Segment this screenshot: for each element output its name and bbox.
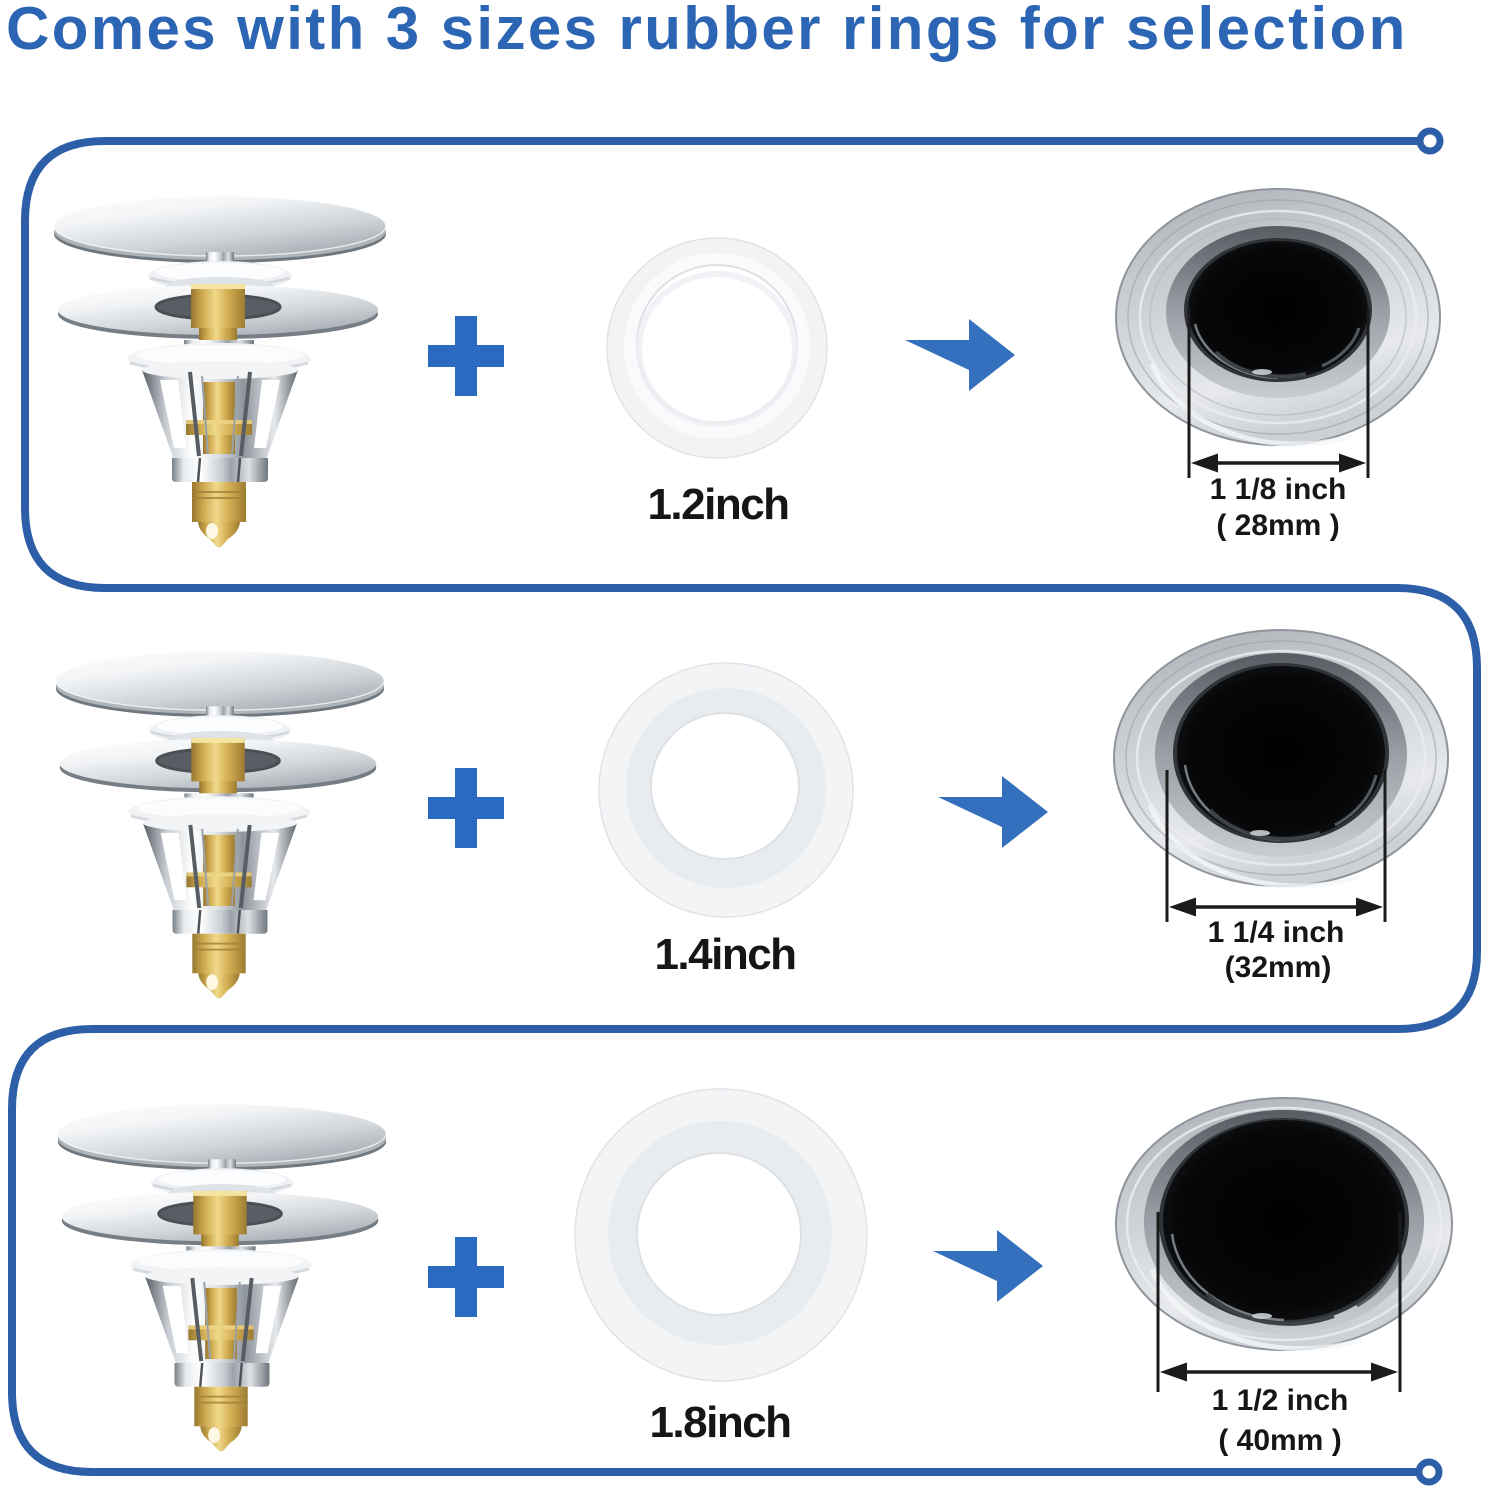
hole-size-inch-label: 1 1/2 inch xyxy=(1211,1384,1349,1417)
border-end-dot-top xyxy=(1416,127,1444,155)
serpentine-border xyxy=(8,137,1481,1476)
arrow-right-icon xyxy=(938,776,1048,848)
plus-icon xyxy=(428,768,504,848)
drain-hole-photo xyxy=(1115,188,1441,447)
hole-size-inch-label: 1 1/4 inch xyxy=(1207,916,1345,949)
hole-size-mm-label: (32mm) xyxy=(1224,951,1332,984)
rubber-ring-photo xyxy=(606,237,828,459)
arrow-right-icon xyxy=(905,319,1015,391)
hole-size-mm-label: ( 28mm ) xyxy=(1216,509,1340,542)
plus-icon xyxy=(428,1237,504,1317)
ring-size-label: 1.8inch xyxy=(649,1398,792,1447)
measurement-row-2 xyxy=(1165,770,1387,922)
measurement-row-1 xyxy=(1187,308,1370,478)
ring-size-label: 1.4inch xyxy=(654,930,797,979)
ring-size-label: 1.2inch xyxy=(647,480,790,529)
hole-size-inch-label: 1 1/8 inch xyxy=(1209,473,1347,506)
hole-size-mm-label: ( 40mm ) xyxy=(1218,1424,1342,1457)
page-title: Comes with 3 sizes rubber rings for sele… xyxy=(6,0,1408,62)
rubber-ring-photo xyxy=(598,662,854,918)
drain-hole-photo xyxy=(1113,629,1449,889)
measurement-row-3 xyxy=(1156,1212,1402,1392)
arrow-right-icon xyxy=(933,1230,1043,1302)
rubber-ring-photo xyxy=(574,1088,868,1382)
border-end-dot-bottom xyxy=(1415,1458,1443,1486)
plus-icon xyxy=(428,316,504,396)
drain-hole-photo xyxy=(1115,1097,1453,1352)
